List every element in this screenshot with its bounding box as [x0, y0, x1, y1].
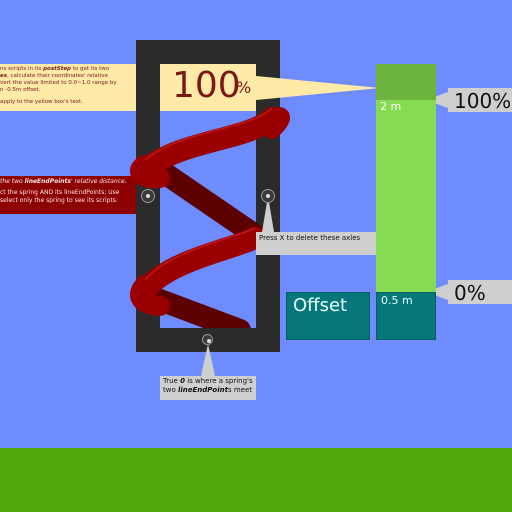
- top-percent-label: 100%: [448, 88, 512, 113]
- ground: [0, 448, 512, 512]
- axle-tip: Press X to delete these axles: [256, 232, 376, 255]
- right-axle[interactable]: [261, 189, 275, 203]
- meet-tip: True 0 is where a spring's two lineEndPo…: [160, 376, 256, 400]
- bottom-percent-label: 0%: [448, 280, 512, 305]
- line-end-point[interactable]: [202, 334, 213, 345]
- percent-value: 100: [172, 65, 241, 106]
- gauge-bar: [376, 64, 436, 292]
- distance-note: the two lineEndPoints' relative distance…: [0, 176, 136, 214]
- gauge-top-label: 2 m: [380, 100, 402, 113]
- offset-label: Offset: [293, 295, 348, 316]
- gauge-bottom-label: 0.5 m: [381, 294, 413, 307]
- percent-unit: %: [236, 78, 252, 97]
- left-axle[interactable]: [141, 189, 155, 203]
- gauge-base: 0.5 m: [376, 292, 436, 340]
- percent-display: [160, 64, 256, 111]
- offset-box: Offset: [286, 292, 370, 340]
- gauge-top: [376, 64, 436, 100]
- instructions-note: ns scripts in its postStep to get its tw…: [0, 64, 136, 111]
